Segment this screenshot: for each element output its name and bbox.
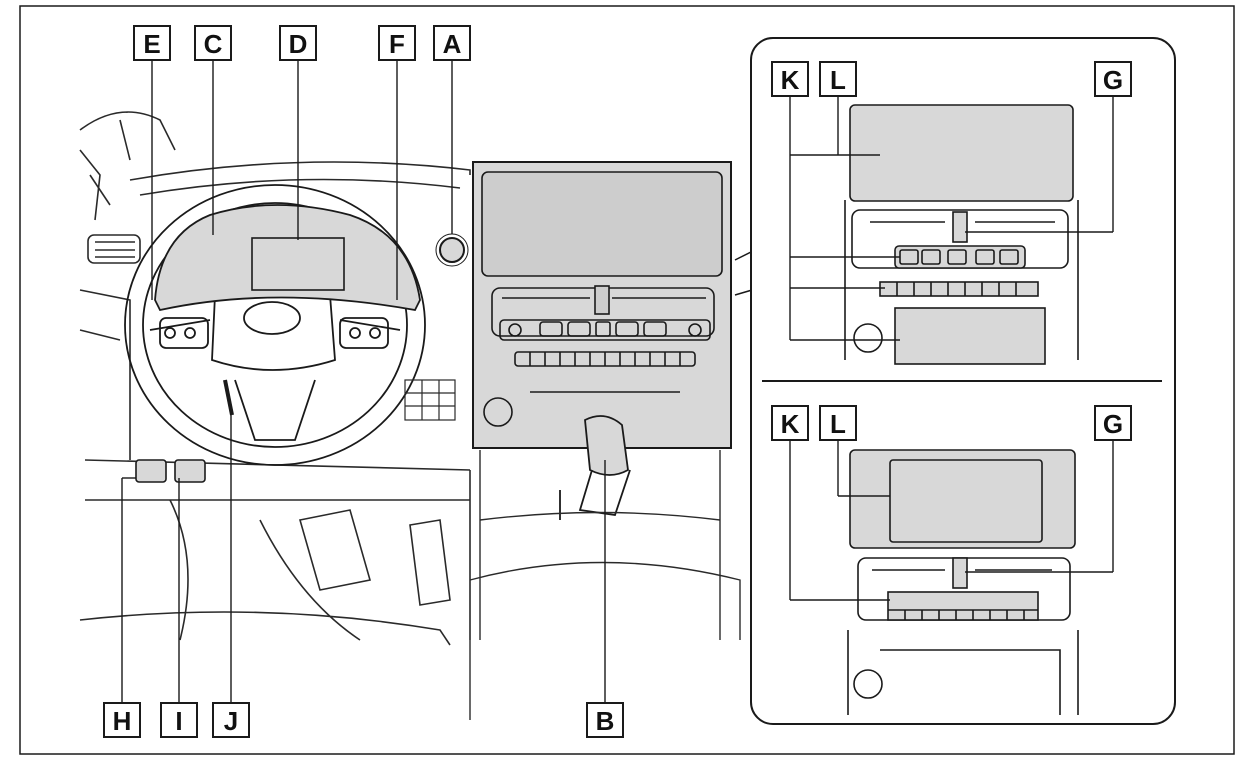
switch-h xyxy=(135,459,167,483)
label-k-lower-text: K xyxy=(781,409,800,439)
label-l-lower-text: L xyxy=(830,409,846,439)
label-B: B xyxy=(586,702,624,738)
label-g-upper-text: G xyxy=(1103,65,1123,95)
label-i-text: I xyxy=(175,706,182,736)
label-l-upper-text: L xyxy=(830,65,846,95)
label-L-upper: L xyxy=(819,61,857,97)
label-G-lower: G xyxy=(1094,405,1132,441)
label-d-text: D xyxy=(289,29,308,59)
label-j-text: J xyxy=(224,706,238,736)
label-F: F xyxy=(378,25,416,61)
inset-lower-console xyxy=(847,449,1079,715)
label-C: C xyxy=(194,25,232,61)
label-a-text: A xyxy=(443,29,462,59)
right-switch-panel xyxy=(404,379,456,421)
label-K-upper: K xyxy=(771,61,809,97)
lower-console xyxy=(469,450,741,720)
label-I: I xyxy=(160,702,198,738)
engine-switch xyxy=(439,237,465,263)
label-A: A xyxy=(433,25,471,61)
label-H: H xyxy=(103,702,141,738)
label-K-lower: K xyxy=(771,405,809,441)
label-J: J xyxy=(212,702,250,738)
label-g-lower-text: G xyxy=(1103,409,1123,439)
leader-lines xyxy=(121,56,1114,705)
switch-i xyxy=(174,459,206,483)
label-b-text: B xyxy=(596,706,615,736)
label-k-upper-text: K xyxy=(781,65,800,95)
label-e-text: E xyxy=(143,29,160,59)
lever-j xyxy=(223,379,234,416)
label-D: D xyxy=(279,25,317,61)
center-console xyxy=(481,171,723,427)
multi-information-display xyxy=(251,237,345,291)
inset-upper-console xyxy=(844,104,1079,365)
label-c-text: C xyxy=(204,29,223,59)
label-h-text: H xyxy=(113,706,132,736)
label-G-upper: G xyxy=(1094,61,1132,97)
driver-area xyxy=(79,111,471,646)
label-L-lower: L xyxy=(819,405,857,441)
label-f-text: F xyxy=(389,29,405,59)
label-E: E xyxy=(133,25,171,61)
